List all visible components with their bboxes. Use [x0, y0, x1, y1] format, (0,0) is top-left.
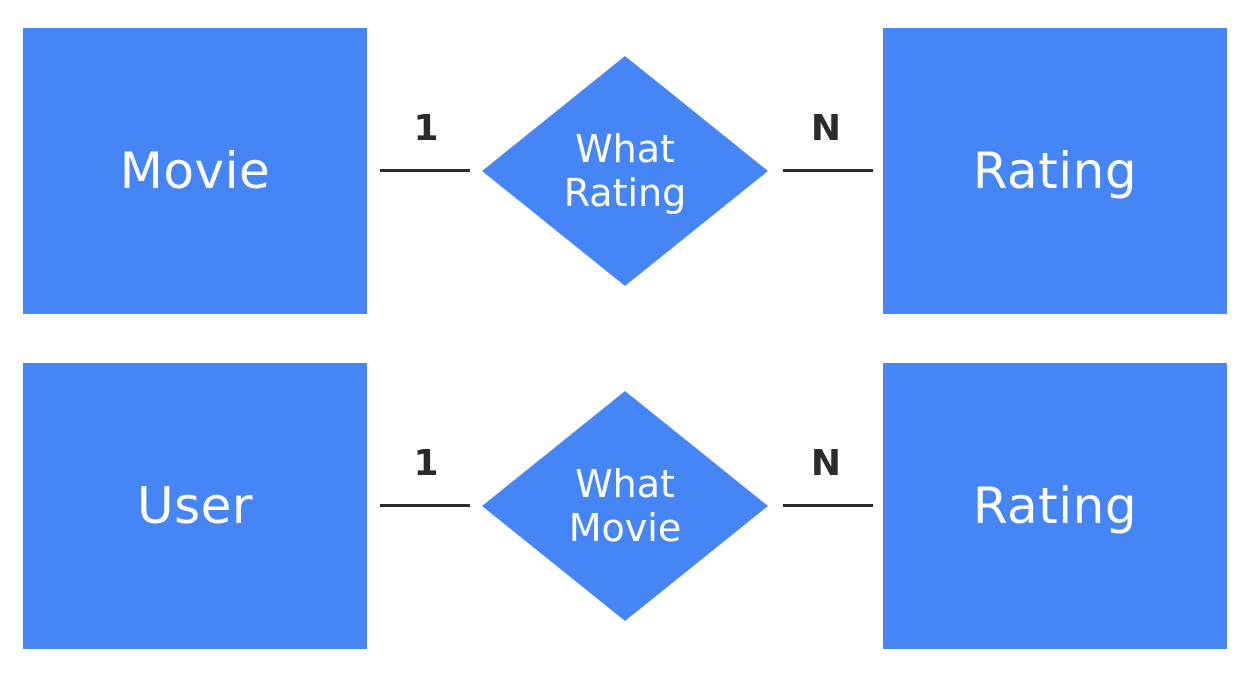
entity-rating: Rating	[883, 363, 1227, 649]
cardinality-left: 1	[413, 443, 439, 484]
connector-line-left	[380, 169, 470, 172]
entity-label: User	[137, 477, 253, 535]
entity-label: Rating	[972, 477, 1138, 535]
entity-movie: Movie	[23, 28, 367, 314]
cardinality-right: N	[810, 443, 842, 484]
connector-line-right	[783, 504, 873, 507]
cardinality-right: N	[810, 108, 842, 149]
relationship-what-movie: What Movie	[482, 391, 768, 621]
entity-user: User	[23, 363, 367, 649]
entity-rating: Rating	[883, 28, 1227, 314]
relationship-label-line1: What	[575, 462, 675, 506]
relationship-label-line1: What	[575, 127, 675, 171]
entity-label: Rating	[972, 142, 1138, 200]
entity-label: Movie	[119, 142, 271, 200]
relationship-diamond	[482, 391, 768, 621]
connector-line-right	[783, 169, 873, 172]
relationship-what-rating: What Rating	[482, 56, 768, 286]
relationship-diamond	[482, 56, 768, 286]
cardinality-left: 1	[413, 108, 439, 149]
relationship-label-line2: Movie	[568, 506, 682, 550]
connector-line-left	[380, 504, 470, 507]
relationship-label-line2: Rating	[563, 171, 687, 215]
